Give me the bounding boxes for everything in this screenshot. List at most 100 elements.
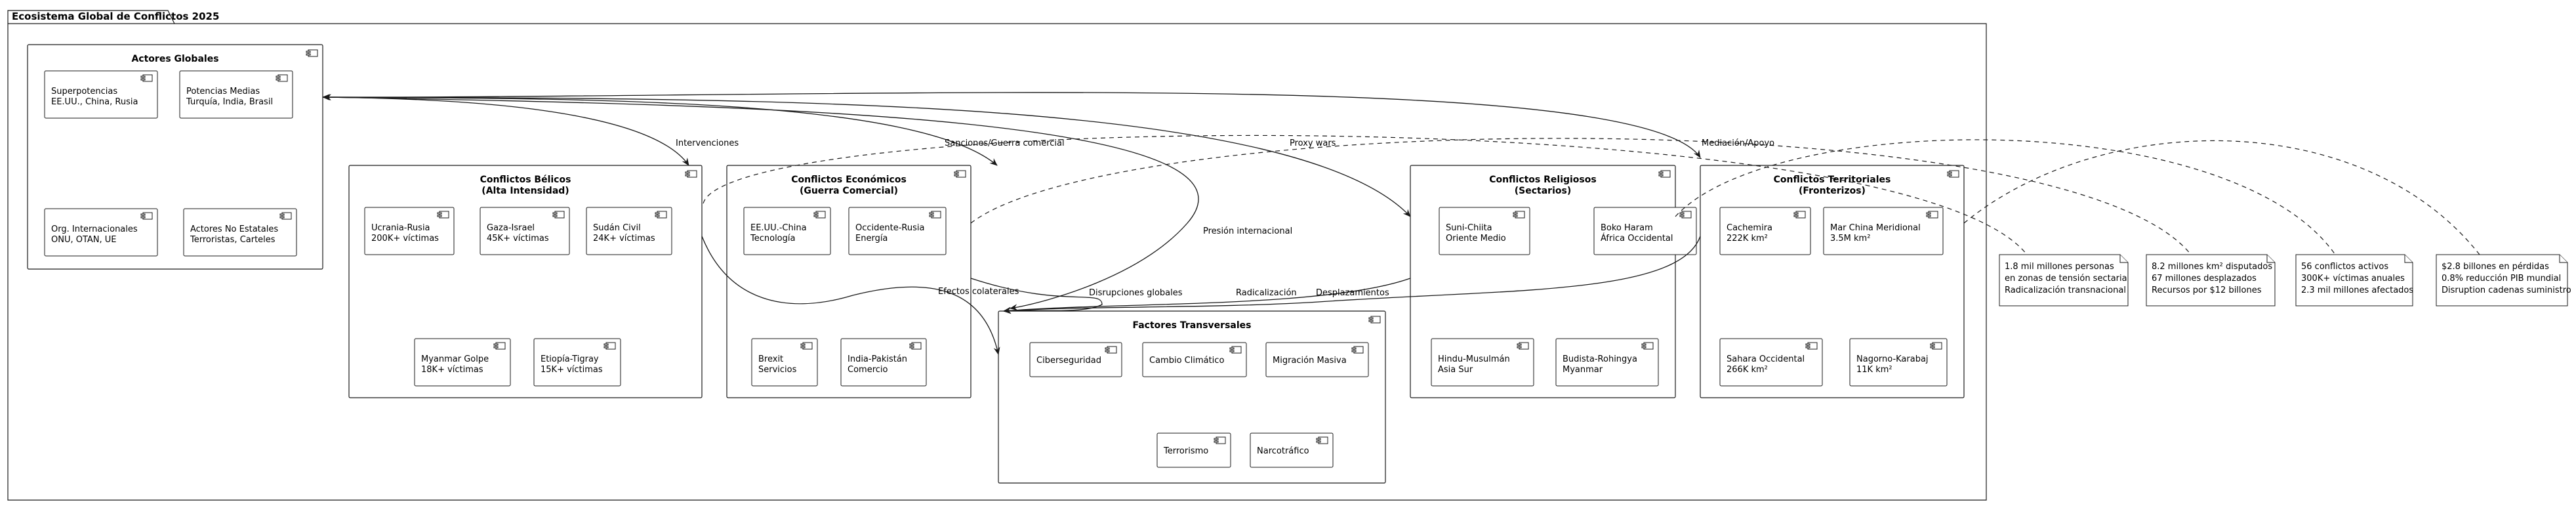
component-label: Cambio Climático bbox=[1149, 356, 1224, 366]
edge-label: Efectos colaterales bbox=[938, 287, 1019, 297]
edge-label: Presión internacional bbox=[1203, 226, 1292, 236]
note-connector bbox=[703, 135, 2028, 255]
package-title: Conflictos Económicos(Guerra Comercial) bbox=[791, 175, 907, 196]
component-icon bbox=[1793, 211, 1806, 219]
edge-label: Sanciones/Guerra comercial bbox=[945, 138, 1065, 148]
component-icon bbox=[1517, 342, 1529, 350]
component-icon bbox=[306, 49, 318, 57]
component-box[interactable]: Migración Masiva bbox=[1265, 342, 1369, 377]
component-label: Ciberseguridad bbox=[1036, 356, 1101, 366]
component-icon bbox=[1641, 342, 1654, 350]
relationship-edge bbox=[322, 96, 1411, 217]
component-icon bbox=[1930, 342, 1942, 350]
component-label: Migración Masiva bbox=[1273, 356, 1347, 366]
component-box[interactable]: Terrorismo bbox=[1156, 432, 1231, 468]
component-icon bbox=[279, 212, 292, 220]
edge-head-actores bbox=[323, 94, 407, 101]
note-connector bbox=[1675, 139, 2336, 255]
relationship-edge bbox=[970, 278, 1103, 314]
package-conflictos-belicos: Conflictos Bélicos(Alta Intensidad) Ucran… bbox=[348, 165, 703, 398]
component-icon bbox=[1513, 211, 1525, 219]
package-title: Conflictos Bélicos(Alta Intensidad) bbox=[480, 175, 571, 196]
component-icon bbox=[140, 212, 153, 220]
edge-label: Proxy wars bbox=[1290, 138, 1336, 148]
component-icon bbox=[437, 211, 449, 219]
package-title: Conflictos Territoriales(Fronterizos) bbox=[1774, 175, 1891, 196]
component-icon bbox=[1805, 342, 1818, 350]
note-connector bbox=[1963, 140, 2480, 255]
relationship-edge bbox=[322, 92, 1701, 158]
component-box[interactable]: Ciberseguridad bbox=[1029, 342, 1122, 377]
component-box[interactable]: Cambio Climático bbox=[1142, 342, 1247, 377]
component-icon bbox=[1679, 211, 1692, 219]
edge-label: Intervenciones bbox=[676, 138, 739, 148]
component-icon bbox=[1368, 316, 1381, 324]
relationship-edge bbox=[1003, 236, 1701, 314]
component-icon bbox=[603, 342, 616, 350]
package-title: Conflictos Religiosos(Sectarios) bbox=[1489, 175, 1596, 196]
component-icon bbox=[140, 74, 153, 82]
relationship-edge bbox=[322, 96, 1199, 311]
edge-label: Mediación/Apoyo bbox=[1702, 138, 1774, 148]
component-icon bbox=[1658, 170, 1671, 178]
component-icon bbox=[493, 342, 506, 350]
relationship-edge bbox=[322, 96, 998, 166]
component-icon bbox=[1214, 436, 1226, 444]
edge-label: Desplazamientos bbox=[1316, 288, 1389, 298]
edge-label: Disrupciones globales bbox=[1089, 288, 1183, 298]
package-conflictos-economicos: Conflictos Económicos(Guerra Comercial) E… bbox=[726, 165, 971, 398]
note-connector bbox=[970, 138, 2192, 255]
component-icon bbox=[909, 342, 922, 350]
component-box[interactable]: Narcotráfico bbox=[1250, 432, 1334, 468]
relationship-edge bbox=[1003, 278, 1411, 314]
component-icon bbox=[954, 170, 966, 178]
component-icon bbox=[1316, 436, 1328, 444]
package-title: Actores Globales bbox=[131, 54, 218, 64]
